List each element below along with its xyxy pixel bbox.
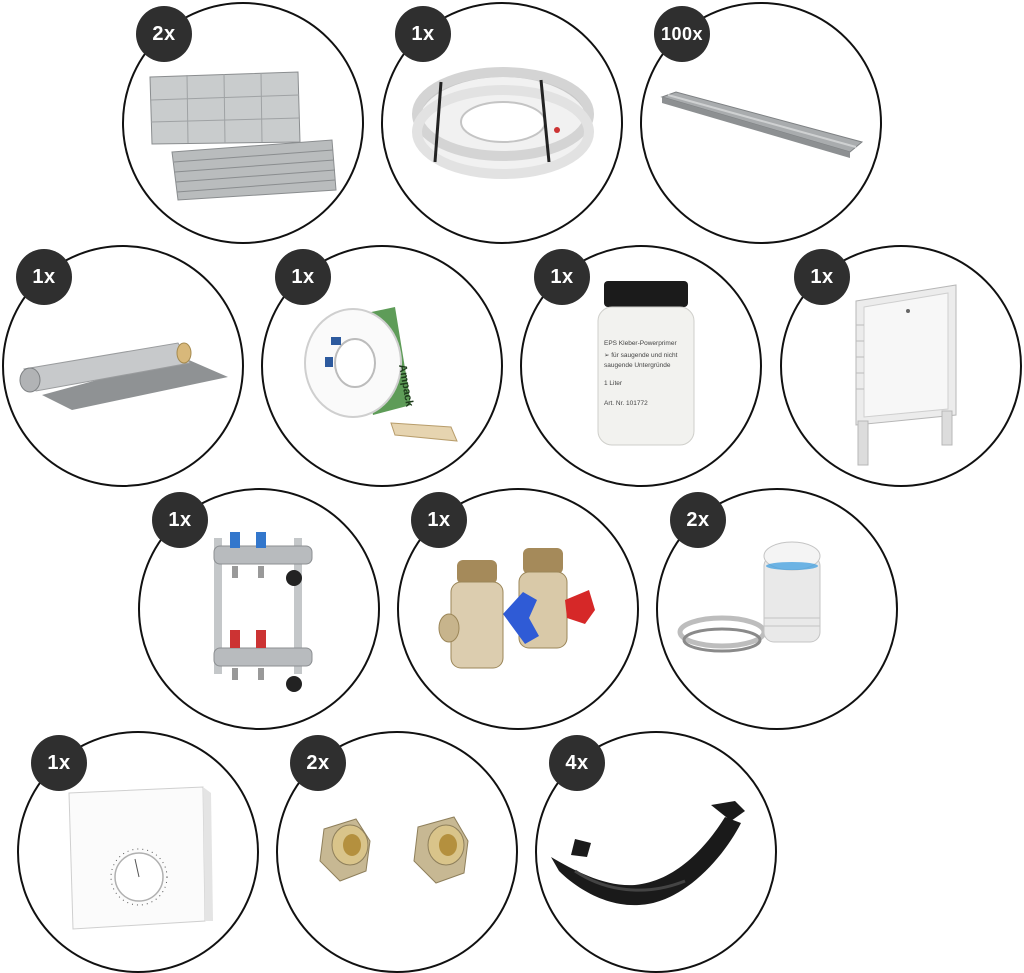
quantity-badge: 1x xyxy=(534,249,590,305)
pipe-coil-image xyxy=(412,67,594,179)
product-primer-bottle: 1x EPS Kleber-Powerprimer ➢ für saugende… xyxy=(520,245,762,487)
product-pipe-bend-guides: 4x xyxy=(535,731,777,973)
quantity-badge: 1x xyxy=(16,249,72,305)
product-room-thermostat: 1x xyxy=(17,731,259,973)
manifold-cabinet-image xyxy=(855,284,957,466)
adhesive-tape-roll-image: Ampack xyxy=(304,307,458,442)
bottle-label-line: Art. Nr. 101772 xyxy=(604,400,648,407)
quantity-badge: 1x xyxy=(275,249,331,305)
ball-valves-image xyxy=(438,548,595,669)
quantity-badge: 2x xyxy=(136,6,192,62)
quantity-badge: 4x xyxy=(549,735,605,791)
pipe-bend-guides-image xyxy=(551,801,745,906)
insulation-panels-image xyxy=(149,71,337,201)
heat-conducting-profiles-image xyxy=(660,91,864,158)
product-ball-valves: 1x xyxy=(397,488,639,730)
quantity-badge: 2x xyxy=(670,492,726,548)
quantity-badge: 2x xyxy=(290,735,346,791)
quantity-badge: 1x xyxy=(152,492,208,548)
quantity-badge: 1x xyxy=(794,249,850,305)
primer-bottle-image: EPS Kleber-Powerprimer ➢ für saugende un… xyxy=(597,281,695,446)
product-compression-fittings: 2x xyxy=(276,731,518,973)
product-foil-underlay-roll: 1x xyxy=(2,245,244,487)
bottle-label-line: EPS Kleber-Powerprimer xyxy=(604,340,677,347)
product-adhesive-tape-roll: 1x Ampack xyxy=(261,245,503,487)
product-manifold-cabinet: 1x xyxy=(780,245,1022,487)
quantity-badge: 100x xyxy=(654,6,710,62)
product-pipe-coil: 1x xyxy=(381,2,623,244)
quantity-badge: 1x xyxy=(31,735,87,791)
bottle-label-line: saugende Untergründe xyxy=(604,362,671,369)
heating-manifold-image xyxy=(213,532,313,692)
quantity-badge: 1x xyxy=(395,6,451,62)
product-insulation-panels: 2x xyxy=(122,2,364,244)
compression-fittings-image xyxy=(319,816,469,884)
room-thermostat-image xyxy=(68,786,213,930)
foil-underlay-roll-image xyxy=(19,342,228,410)
thermal-actuator-image xyxy=(677,541,821,653)
product-heating-manifold: 1x xyxy=(138,488,380,730)
bottle-label-line: ➢ für saugende und nicht xyxy=(604,352,678,359)
quantity-badge: 1x xyxy=(411,492,467,548)
product-heat-conducting-profiles: 100x xyxy=(640,2,882,244)
bottle-label-line: 1 Liter xyxy=(604,380,623,387)
product-thermal-actuator: 2x xyxy=(656,488,898,730)
